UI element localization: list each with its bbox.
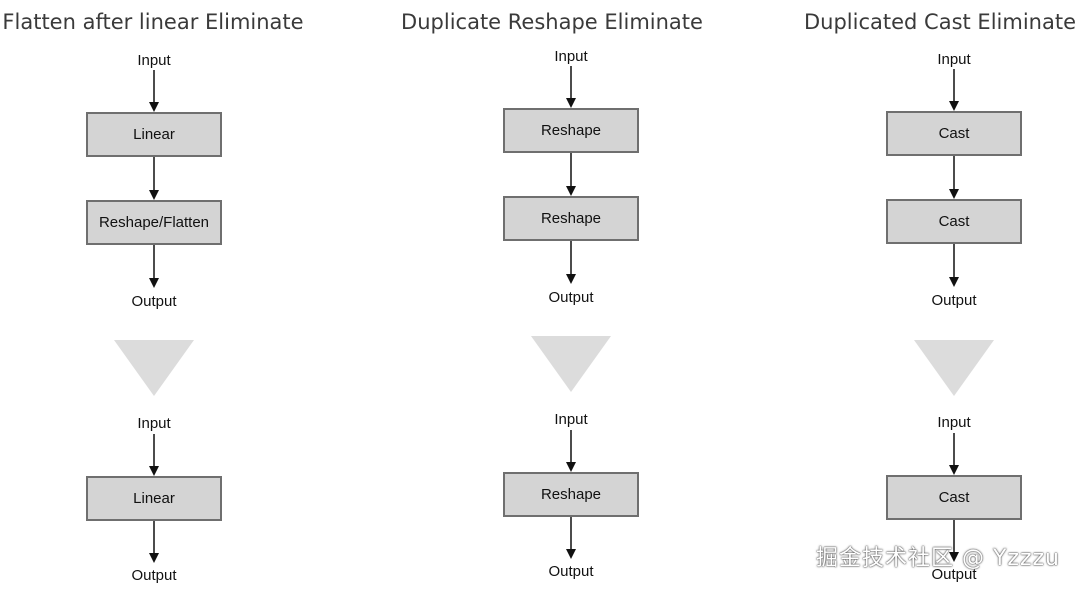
node-reshape: Reshape [503,108,639,153]
input-label: Input [137,415,171,432]
arrow-down-icon [149,157,159,200]
panel-title: Duplicate Reshape Eliminate [401,10,703,34]
arrow-down-icon [949,156,959,199]
arrow-down-icon [949,433,959,475]
arrow-down-icon [566,66,576,108]
input-label: Input [554,411,588,428]
arrow-down-icon [149,245,159,288]
arrow-down-icon [149,434,159,476]
arrow-down-icon [949,69,959,111]
output-label: Output [131,567,177,584]
input-label: Input [137,52,171,69]
output-label: Output [931,566,977,583]
node-linear: Linear [86,112,222,157]
arrow-down-icon [949,244,959,287]
watermark: 掘金技术社区 @ Yzzzu [815,546,1060,571]
input-label: Input [937,414,971,431]
input-label: Input [554,48,588,65]
transform-arrow-icon [531,336,611,392]
node-cast: Cast [886,111,1022,156]
output-label: Output [931,292,977,309]
panel-title: Duplicated Cast Eliminate [804,10,1076,34]
transform-arrow-icon [114,340,194,396]
node-cast: Cast [886,475,1022,520]
node-linear: Linear [86,476,222,521]
arrow-down-icon [566,517,576,559]
output-label: Output [548,563,594,580]
arrow-down-icon [149,70,159,112]
node-cast: Cast [886,199,1022,244]
arrow-down-icon [566,153,576,196]
arrow-down-icon [149,521,159,563]
transform-arrow-icon [914,340,994,396]
node-reshape: Reshape [503,196,639,241]
arrow-down-icon [566,430,576,472]
node-reshape-flatten: Reshape/Flatten [86,200,222,245]
panel-title: Flatten after linear Eliminate [2,10,304,34]
input-label: Input [937,51,971,68]
arrow-down-icon [566,241,576,284]
output-label: Output [548,289,594,306]
output-label: Output [131,293,177,310]
arrow-down-icon [949,520,959,562]
node-reshape: Reshape [503,472,639,517]
